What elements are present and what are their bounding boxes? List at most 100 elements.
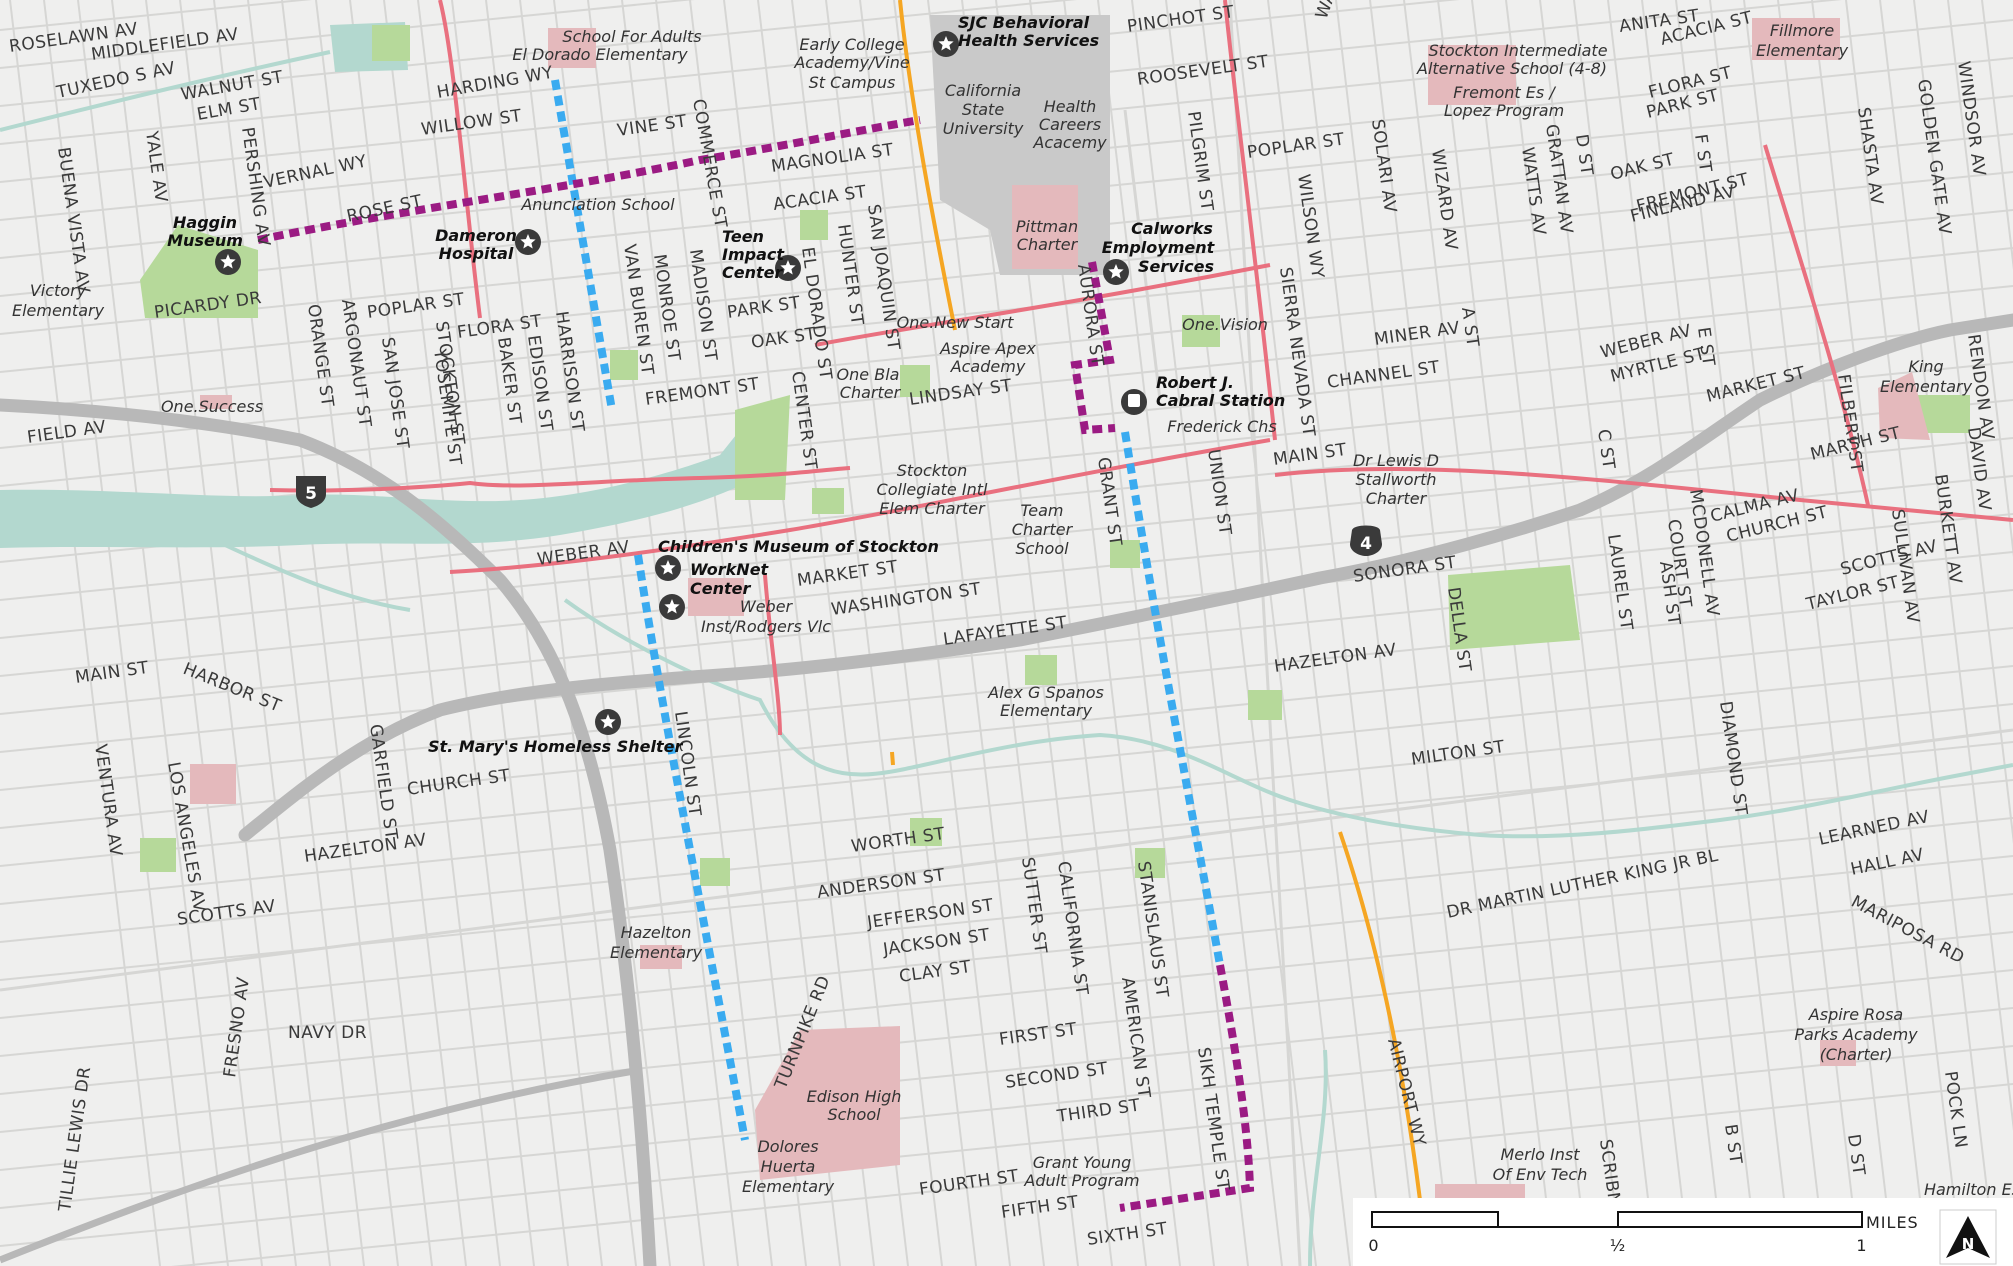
minor-road: [1845, 0, 1997, 1266]
minor-road: [0, 399, 2013, 601]
minor-road: [655, 0, 807, 1266]
stockton-int-area: [1428, 45, 1516, 105]
minor-road: [0, 475, 2013, 677]
park-hazelton: [1248, 690, 1282, 720]
arterial-oak: [814, 263, 1271, 347]
orange-road-north: [898, 0, 957, 331]
arterial-sierra-nevada: [1223, 0, 1277, 441]
place-label-scie-3: Elem Charter: [879, 499, 986, 518]
minor-road: [1573, 0, 1725, 1266]
star-icon-dameron[interactable]: [515, 229, 541, 255]
blue-route-harrison: [551, 79, 616, 411]
i5-shield-shape: [296, 476, 326, 508]
place-label-aspire-rosa-3: (Charter): [1820, 1045, 1893, 1064]
i5-shield-label: 5: [305, 484, 317, 504]
minor-road: [1641, 0, 1793, 1266]
minor-road: [1743, 0, 1895, 1266]
minor-road: [1913, 0, 2013, 845]
service-label-teen-2: Impact: [722, 245, 785, 264]
place-label-king-2: Elementary: [1880, 377, 1973, 396]
minor-road: [0, 931, 2013, 1133]
star-marker-glyph: [938, 36, 954, 51]
school-adults-area: [548, 28, 596, 68]
place-label-anunciation: Anunciation School: [520, 195, 675, 214]
arterial-pershing: [438, 0, 482, 319]
star-icon-haggin[interactable]: [215, 249, 241, 275]
minor-road: [1131, 0, 1283, 1266]
star-icon-calworks[interactable]: [1103, 259, 1129, 285]
minor-road: [1228, 0, 1302, 1266]
minor-road: [0, 741, 2013, 943]
place-label-csu-2: State: [962, 100, 1005, 119]
minor-road: [315, 0, 467, 1266]
minor-road: [247, 0, 399, 1266]
scale-bar: [1371, 1211, 1863, 1228]
star-marker-glyph: [520, 234, 536, 249]
service-label-sjc-2: Health Services: [958, 31, 1099, 50]
minor-road: [0, 0, 1078, 107]
minor-road: [893, 0, 1045, 1266]
scale-tick-0: 0: [1368, 1236, 1379, 1255]
star-icon-worknet[interactable]: [659, 594, 685, 620]
place-label-lewis-3: Charter: [1366, 489, 1428, 508]
park-waterfront: [735, 395, 790, 500]
minor-road: [0, 513, 2013, 715]
sr4-freeway: [238, 313, 2013, 842]
minor-road: [519, 0, 671, 1266]
minor-road: [43, 0, 195, 1266]
star-icon-st-marys[interactable]: [595, 709, 621, 735]
arterial-main-east: [1274, 466, 2013, 522]
place-label-victory-2: Elementary: [12, 301, 105, 320]
minor-road: [0, 893, 2013, 1095]
place-label-team-1: Team: [1020, 501, 1063, 520]
service-markers: [215, 31, 1129, 735]
minor-road: [145, 0, 297, 1266]
minor-road: [1369, 0, 1521, 1266]
minor-road: [0, 817, 2013, 1019]
place-label-grant-young-2: Adult Program: [1023, 1171, 1139, 1190]
service-label-calworks-2: Employment: [1102, 238, 1216, 257]
minor-road: [0, 1007, 2013, 1209]
minor-road: [0, 627, 2013, 829]
star-marker-glyph: [660, 560, 676, 575]
place-label-hazelton-1: Hazelton: [621, 923, 692, 942]
star-icon-childrens-museum[interactable]: [655, 555, 681, 581]
service-label-worknet-1: WorkNet: [690, 560, 770, 579]
highway-shields: 5 4: [296, 476, 1382, 556]
service-label-dameron-2: Hospital: [439, 244, 514, 263]
minor-road: [0, 437, 2013, 639]
place-label-early-college-1: Early College: [799, 35, 904, 54]
sr4-shield-shape: [1350, 525, 1382, 556]
place-label-fillmore-2: Elementary: [1756, 41, 1849, 60]
minor-road: [0, 589, 2013, 791]
orange-roads: [890, 0, 1422, 1201]
star-icon-teen[interactable]: [775, 255, 801, 281]
dotted-routes: [257, 79, 1255, 1212]
place-label-merlo-1: Merlo Inst: [1500, 1145, 1580, 1164]
minor-road: [1335, 0, 1487, 1266]
park-worth: [910, 818, 942, 846]
minor-road: [1777, 0, 1929, 1266]
place-label-early-college-2: Academy/Vine: [793, 53, 910, 72]
creek-west: [224, 543, 411, 612]
transit-marker[interactable]: [1121, 389, 1147, 415]
place-label-team-2: Charter: [1012, 520, 1074, 539]
place-label-edison-2: School: [827, 1105, 881, 1124]
minor-road: [587, 0, 739, 1266]
place-label-team-3: School: [1015, 539, 1069, 558]
park-stanislaus: [1135, 848, 1165, 878]
scale-tick-1: 1: [1856, 1236, 1867, 1255]
star-icon-sjc[interactable]: [933, 31, 959, 57]
minor-road: [0, 728, 2013, 992]
minor-road: [179, 0, 331, 1266]
one-success-area: [200, 395, 232, 409]
minor-road: [1097, 0, 1249, 1266]
minor-road: [825, 0, 977, 1266]
service-label-cabral-1: Robert J.: [1156, 373, 1234, 392]
place-label-csu-1: California: [945, 81, 1021, 100]
star-marker-glyph: [664, 599, 680, 614]
minor-road: [0, 703, 2013, 905]
service-label-sjc-1: SJC Behavioral: [958, 13, 1090, 32]
blue-route-grant: [1121, 431, 1224, 966]
